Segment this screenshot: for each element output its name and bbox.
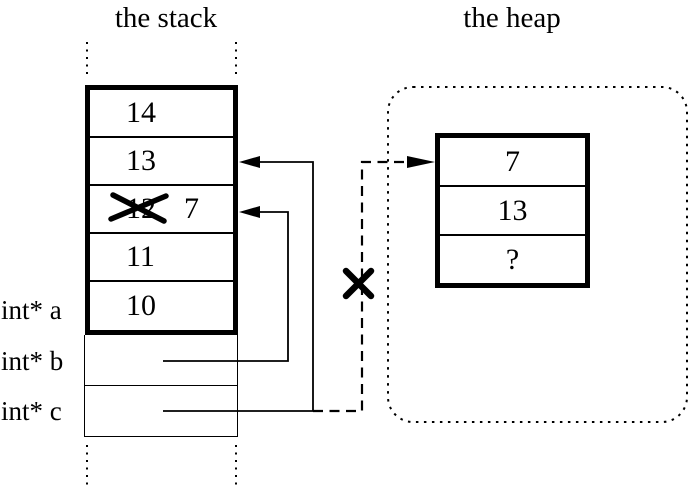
heap-cell-13: 13 [440, 187, 585, 236]
stack-cell-value: 11 [126, 240, 155, 273]
stack-cell-10: 10 [90, 282, 233, 330]
stack-boundary-dotted-line-bottom-left [86, 445, 88, 489]
stack-cell-value: 10 [126, 289, 156, 322]
pointer-c-arrowhead [239, 156, 260, 168]
dangling-pointer-dashed-line [313, 160, 407, 413]
stack-cell-overwritten: 12 7 [90, 186, 233, 234]
stack-boundary-dotted-line-top-left [86, 42, 88, 76]
pointer-c-cell [85, 386, 237, 436]
stack-cell-11: 11 [90, 234, 233, 282]
pointer-variable-cells [84, 335, 238, 437]
stack-frame-box: 14 13 12 7 11 10 [85, 85, 238, 335]
cross-mark-dangling-pointer [342, 267, 375, 300]
stack-cell-value: 14 [126, 96, 156, 129]
frame-label-int-b: int* b [1, 346, 64, 376]
heap-cell-unknown: ? [440, 236, 585, 283]
stack-boundary-dotted-line-top-right [235, 42, 237, 76]
frame-label-int-a: int* a [1, 295, 62, 325]
stack-title: the stack [114, 2, 218, 34]
heap-cell-value: 7 [505, 144, 520, 178]
heap-title: the heap [463, 2, 561, 34]
heap-object-box: 7 13 ? [435, 133, 590, 288]
frame-label-int-c: int* c [1, 396, 62, 426]
stack-cell-14: 14 [90, 90, 233, 138]
stack-boundary-dotted-line-bottom-right [235, 445, 237, 489]
heap-cell-value: 13 [497, 193, 528, 227]
stack-cell-13: 13 [90, 138, 233, 186]
pointer-b-arrowhead [239, 206, 260, 218]
dangling-pointer-arrowhead [407, 156, 435, 168]
stack-cell-value: 13 [126, 144, 156, 177]
heap-cell-7: 7 [440, 138, 585, 187]
stack-cell-new-value: 7 [184, 192, 199, 225]
pointer-b-cell [85, 335, 237, 386]
heap-cell-value: ? [505, 242, 520, 276]
stack-cell-old-value: 12 [126, 192, 156, 225]
